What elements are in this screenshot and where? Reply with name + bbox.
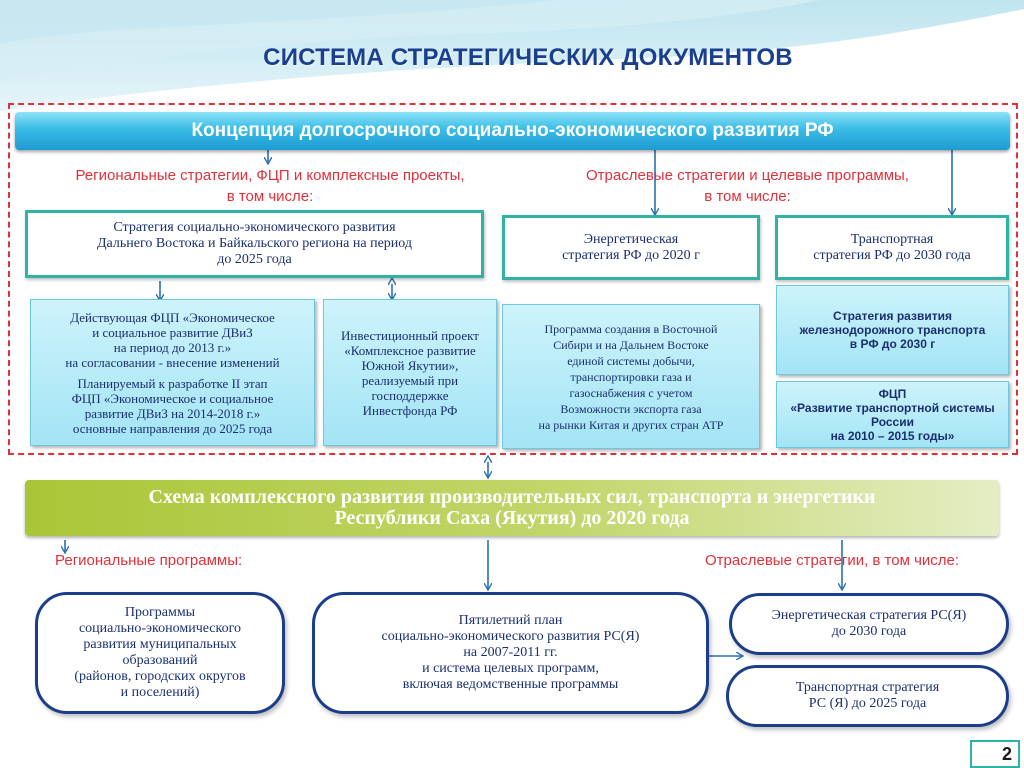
label-line: в том числе:	[704, 188, 791, 205]
box-line: транспортировки газа и	[570, 369, 692, 384]
label-line: Отраслевые стратегии и целевые программы…	[586, 167, 909, 184]
box-line: ФЦП «Экономическое и социальное	[71, 390, 274, 406]
dv-strategy-box: Стратегия социально-экономического разви…	[25, 210, 484, 278]
municipal-programs-oval: Программы социально-экономического разви…	[35, 592, 285, 714]
box-line: «Комплексное развитие	[344, 342, 476, 358]
page-title: СИСТЕМА СТРАТЕГИЧЕСКИХ ДОКУМЕНТОВ	[263, 44, 793, 71]
box-line: Инвестиционный проект	[341, 327, 479, 343]
box-line: Сибири и на Дальнем Востоке	[553, 337, 709, 352]
box-line: Программа создания в Восточной	[544, 321, 718, 336]
regional-programs-label: Региональные программы:	[55, 552, 243, 569]
regional-strategies-label: Региональные стратегии, ФЦП и комплексны…	[20, 165, 520, 207]
oval-line: и поселений)	[120, 685, 200, 700]
box-line: Южной Якутии»,	[361, 357, 459, 373]
bar-line: Республики Саха (Якутия) до 2020 года	[334, 507, 690, 529]
box-line: Инвестфонда РФ	[362, 402, 458, 418]
box-line: стратегия РФ до 2030 года	[813, 247, 971, 263]
box-line: Стратегия развития	[833, 309, 952, 323]
box-line: Стратегия социально-экономического разви…	[113, 220, 396, 235]
fcp-transport-box: ФЦП «Развитие транспортной системы Росси…	[776, 381, 1009, 448]
rail-strategy-box: Стратегия развития железнодорожного тран…	[776, 285, 1009, 375]
box-line: «Развитие транспортной системы	[790, 400, 995, 415]
box-line: реализуемый при	[361, 372, 459, 388]
box-line: Действующая ФЦП «Экономическое	[70, 309, 275, 325]
box-line: до 2025 года	[217, 252, 292, 267]
oval-line: на 2007-2011 гг.	[463, 645, 558, 660]
energy-strategy-rf-box: Энергетическая стратегия РФ до 2020 г	[502, 215, 760, 280]
oval-line: развития муниципальных	[83, 637, 237, 652]
box-line: газоснабжения с учетом	[569, 385, 693, 400]
gas-program-box: Программа создания в Восточной Сибири и …	[502, 304, 760, 449]
box-line: на рынки Китая и других стран АТР	[538, 417, 724, 432]
box-line: единой системы добычи,	[567, 353, 695, 368]
label-line: Региональные стратегии, ФЦП и комплексны…	[75, 167, 465, 184]
box-line: на 2010 – 2015 годы»	[830, 428, 955, 443]
box-line: Дальнего Востока и Байкальского региона …	[96, 236, 412, 251]
federal-documents-frame	[8, 103, 1018, 455]
box-line: Планируемый к разработке II этап	[77, 375, 268, 391]
oval-line: Транспортная стратегия	[795, 680, 940, 695]
five-year-plan-oval: Пятилетний план социально-экономического…	[312, 592, 709, 714]
concept-bar: Концепция долгосрочного социально-эконом…	[15, 112, 1010, 150]
oval-line: РС (Я) до 2025 года	[808, 696, 927, 711]
oval-line: включая ведомственные программы	[402, 677, 619, 692]
sector-strategies-label: Отраслевые стратегии и целевые программы…	[540, 165, 955, 207]
box-line: железнодорожного транспорта	[799, 323, 986, 337]
sector-strategies-rsya-label: Отраслевые стратегии, в том числе:	[705, 552, 960, 569]
box-line: основные направления до 2025 года	[72, 420, 273, 436]
box-line: ФЦП	[878, 386, 907, 401]
wave-background	[0, 0, 1024, 113]
oval-line: Пятилетний план	[458, 613, 563, 628]
investment-project-box: Инвестиционный проект «Комплексное разви…	[323, 299, 497, 446]
oval-line: Программы	[124, 605, 196, 620]
page-number: 2	[970, 740, 1020, 768]
transport-strategy-rsya-oval: Транспортная стратегия РС (Я) до 2025 го…	[726, 665, 1009, 727]
box-line: Транспортная	[850, 231, 934, 247]
box-line: Возможности экспорта газа	[560, 401, 702, 416]
box-line: развитие ДВиЗ на 2014-2018 г.»	[84, 405, 261, 421]
oval-line: социально-экономического	[78, 621, 242, 636]
fcp-dviz-box: Действующая ФЦП «Экономическое и социаль…	[30, 299, 315, 446]
connector-arrows	[65, 150, 952, 656]
development-scheme-bar: Схема комплексного развития производител…	[25, 480, 999, 536]
oval-line: Энергетическая стратегия РС(Я)	[771, 608, 967, 623]
oval-line: до 2030 года	[831, 624, 907, 639]
box-line: господдержке	[371, 387, 449, 403]
box-line: России	[871, 414, 914, 429]
bar-line: Схема комплексного развития производител…	[148, 486, 876, 508]
energy-strategy-rsya-oval: Энергетическая стратегия РС(Я) до 2030 г…	[729, 593, 1009, 655]
oval-line: образований	[122, 653, 198, 668]
box-line: на согласовании - внесение изменений	[65, 354, 280, 370]
box-line: и социальное развитие ДВиЗ	[92, 324, 253, 340]
box-line: на период до 2013 г.»	[113, 339, 232, 355]
box-line: стратегия РФ до 2020 г	[562, 247, 700, 263]
oval-line: и система целевых программ,	[422, 661, 599, 676]
oval-line: социально-экономического развития РС(Я)	[381, 629, 640, 644]
box-line: в РФ до 2030 г	[849, 337, 936, 351]
transport-strategy-rf-box: Транспортная стратегия РФ до 2030 года	[775, 215, 1009, 280]
oval-line: (районов, городских округов	[74, 669, 246, 684]
label-line: в том числе:	[226, 188, 314, 205]
box-line: Энергетическая	[583, 231, 679, 247]
